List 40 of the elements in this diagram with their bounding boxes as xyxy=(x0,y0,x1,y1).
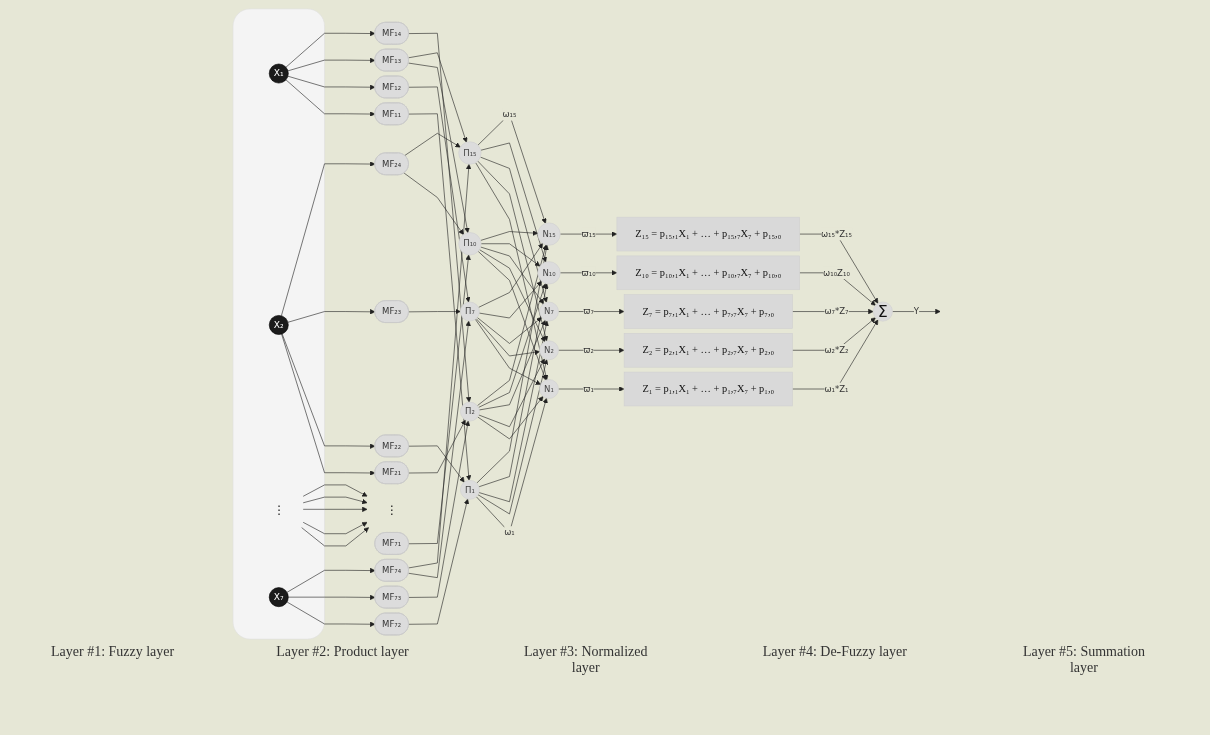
node-box: Z₁ = p₁,₁X₁ + … + p₁,₇X₇ + p₁,₀ xyxy=(623,371,793,407)
node-circle: N₁₀ xyxy=(537,261,561,285)
edge-label: ϖ₁₀ xyxy=(581,267,596,278)
layer-label: Layer #2: Product layer xyxy=(276,644,409,661)
cluster xyxy=(232,8,325,640)
edge-label: ϖ₇ xyxy=(583,306,594,317)
node-circle: X₁ xyxy=(268,63,289,84)
node-circle: Σ xyxy=(872,301,893,322)
node-box: Z₁₅ = p₁₅,₁X₁ + … + p₁₅,₇X₇ + p₁₅,₀ xyxy=(616,216,800,252)
node-circle: Π₁₅ xyxy=(458,141,482,165)
edge-label: ω₇*Z₇ xyxy=(824,306,849,317)
node-text: ⋮ xyxy=(272,502,285,517)
node-circle: N₇ xyxy=(539,301,559,322)
node-circle: X₇ xyxy=(268,587,289,607)
edge-label: ω₁₅ xyxy=(502,109,517,119)
edge-label: ω₁₀Z₁₀ xyxy=(823,267,850,278)
edge-label: ϖ₁₅ xyxy=(581,228,596,239)
node-circle: X₂ xyxy=(268,315,289,335)
node-circle: N₁ xyxy=(539,379,559,399)
edge-label: ω₁₅*Z₁₅ xyxy=(820,228,852,239)
node-circle: Π₁₀ xyxy=(458,232,482,256)
layer-label: Layer #5: Summation layer xyxy=(1021,644,1146,676)
edge-label: ϖ₁ xyxy=(583,383,594,394)
layer-label: Layer #3: Normalized layer xyxy=(522,644,649,676)
edge-label: ω₂*Z₂ xyxy=(824,345,849,355)
layer-label: Layer #4: De-Fuzzy layer xyxy=(762,644,907,661)
node-circle: Π₇ xyxy=(460,301,480,322)
node-box: Z₇ = p₇,₁X₁ + … + p₇,₇X₇ + p₇,₀ xyxy=(623,294,793,329)
node-box: Z₂ = p₂,₁X₁ + … + p₂,₇X₇ + p₂,₀ xyxy=(623,333,793,368)
node-circle: N₁₅ xyxy=(537,222,561,246)
node-text: ⋮ xyxy=(385,502,398,517)
node-circle: Π₁ xyxy=(460,480,480,500)
node-circle: Π₂ xyxy=(460,401,480,422)
edge-label: Y xyxy=(913,306,920,317)
node-box: Z₁₀ = p₁₀,₁X₁ + … + p₁₀,₇X₇ + p₁₀,₀ xyxy=(616,255,800,291)
edge-label: ω₁*Z₁ xyxy=(824,383,849,394)
edge-label: ω₁ xyxy=(504,527,515,538)
edge-label: ϖ₂ xyxy=(583,345,594,355)
node-circle: N₂ xyxy=(539,340,559,361)
layer-label: Layer #1: Fuzzy layer xyxy=(51,644,175,661)
